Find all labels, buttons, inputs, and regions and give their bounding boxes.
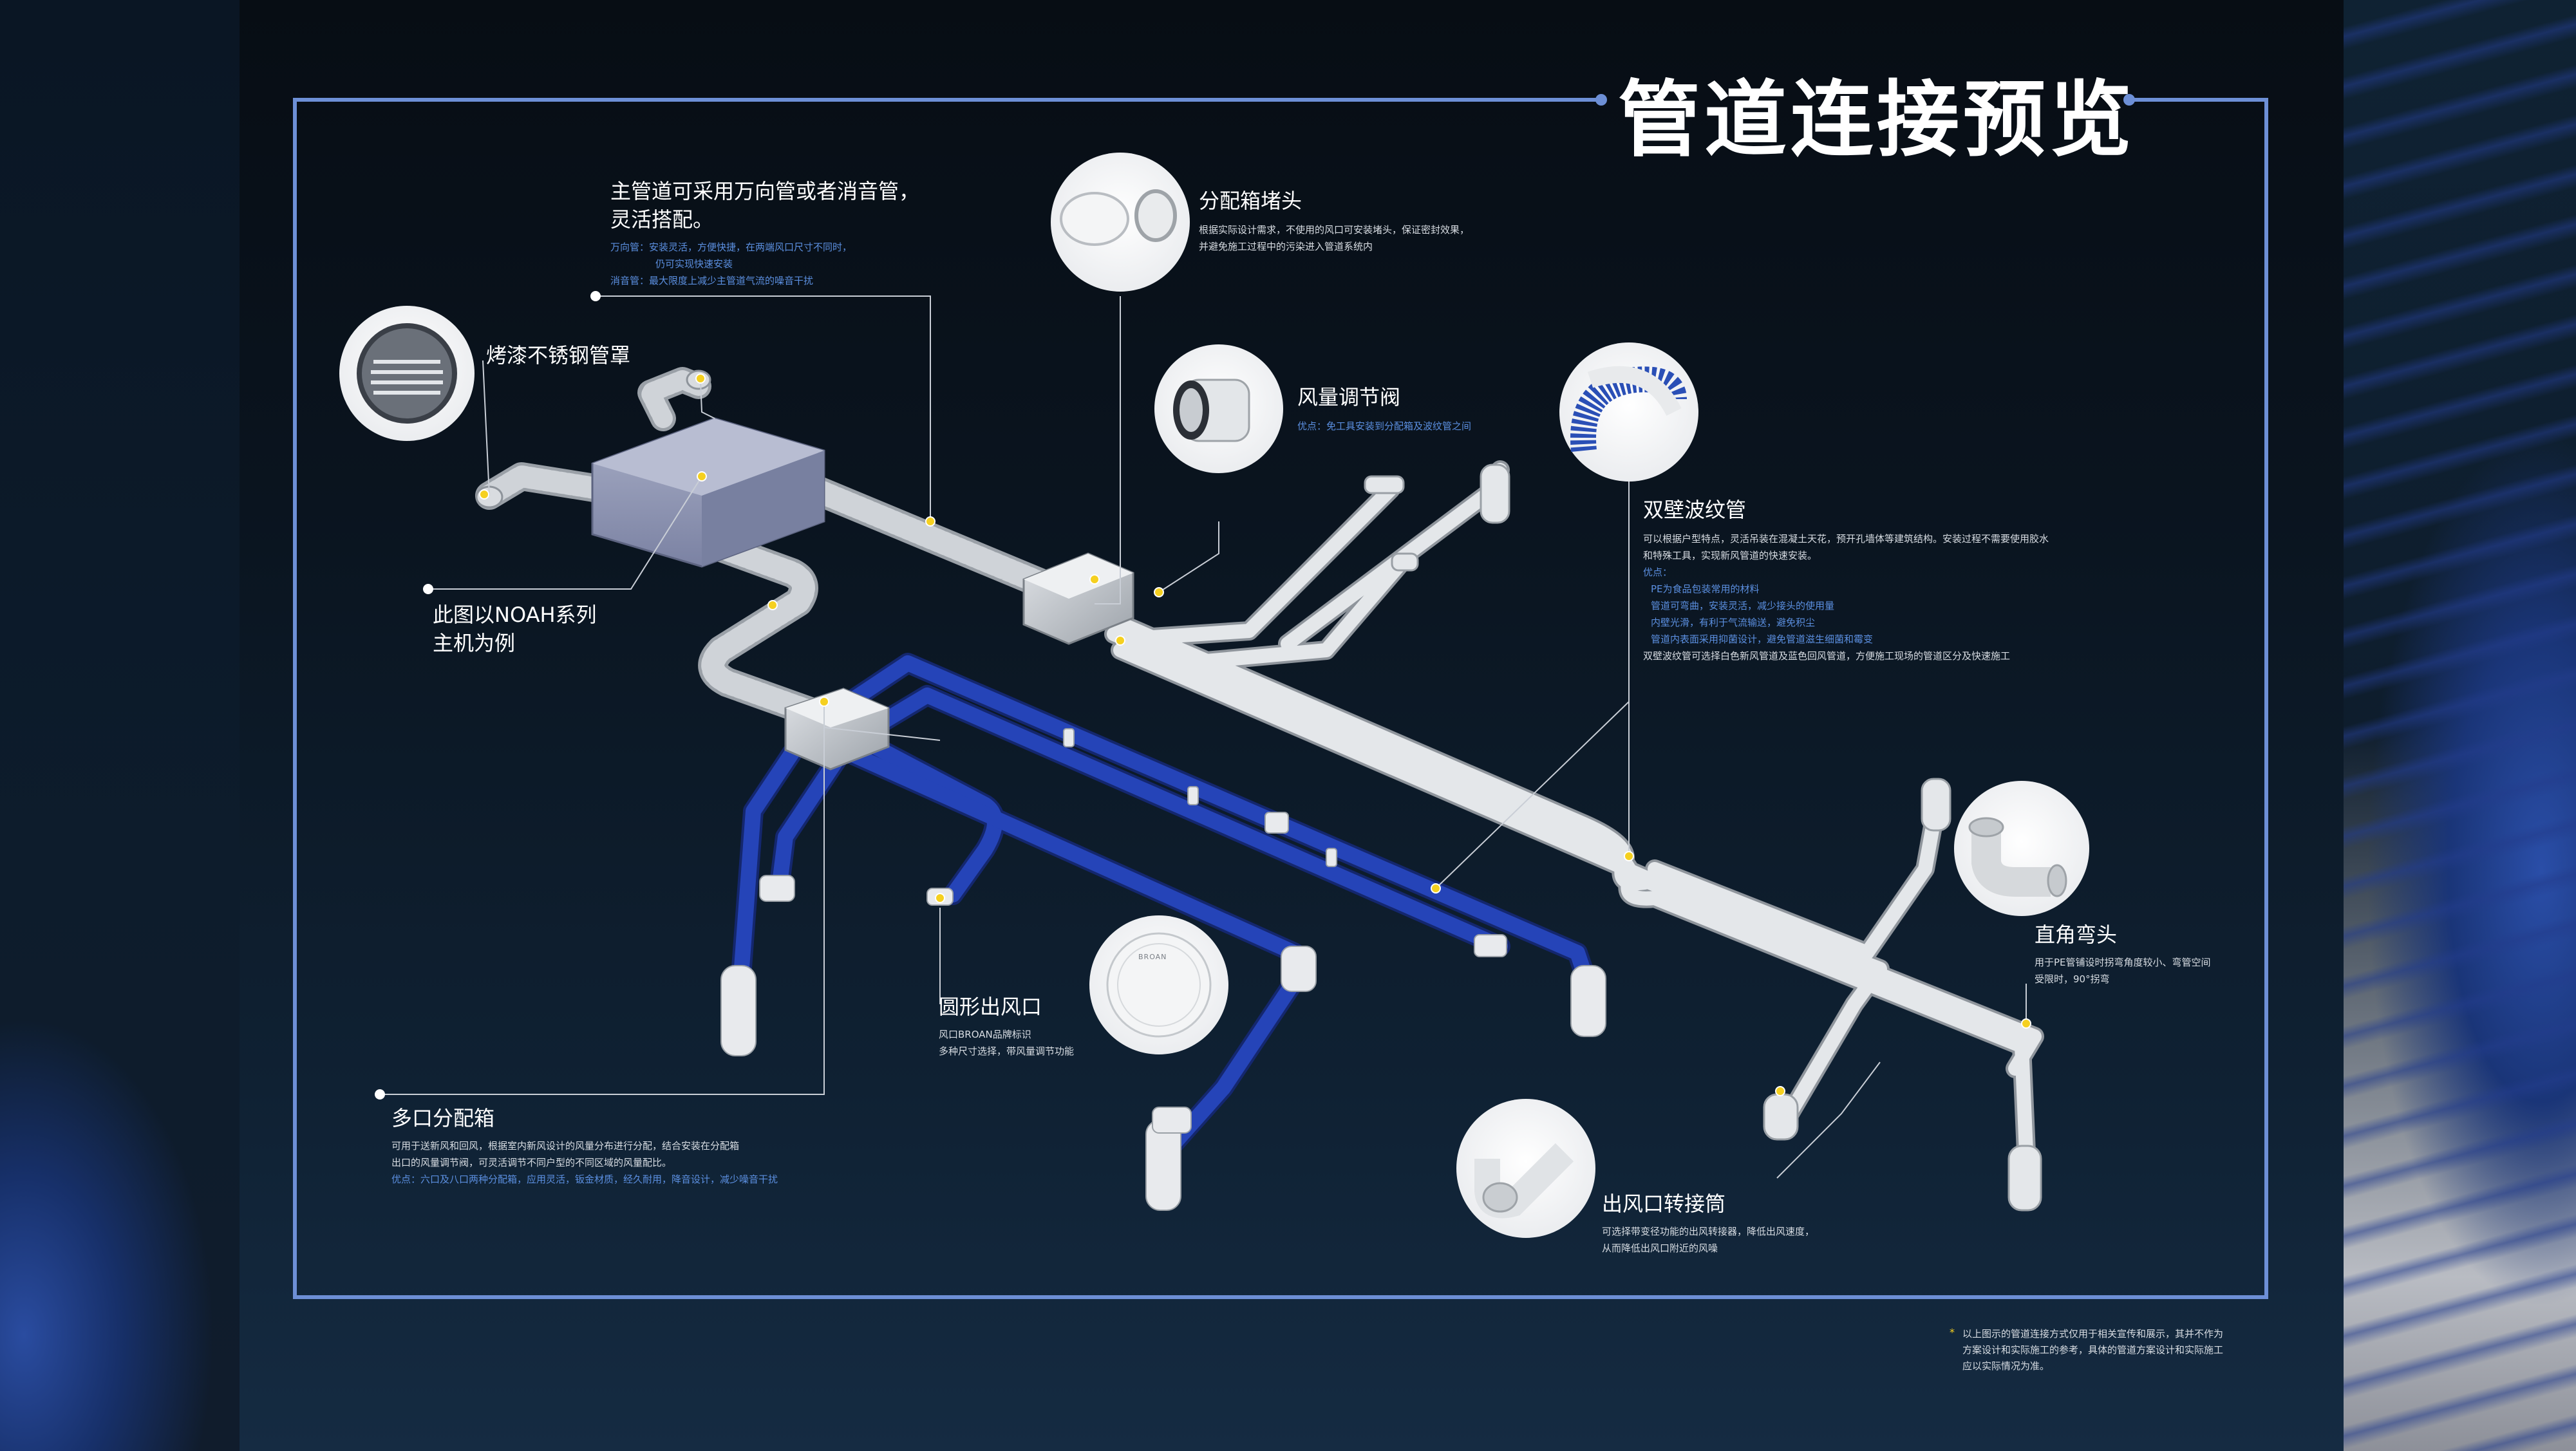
outlet-callout: 圆形出风口 风口BROAN品牌标识 多种尺寸选择，带风量调节功能 [939, 993, 1074, 1060]
plug-heading: 分配箱堵头 [1199, 189, 1302, 213]
title-bullet-left [1595, 94, 1607, 106]
host-unit [591, 417, 825, 568]
elbow-product-circle [1954, 781, 2089, 916]
corrugated-adv-title: 优点： [1643, 566, 1673, 578]
corrugated-adv-1: PE为食品包装常用的材料 [1651, 583, 1760, 595]
footnote: * 以上图示的管道连接方式仅用于相关宣传和展示，其并不作为 方案设计和实际施工的… [1950, 1326, 2223, 1374]
footnote-line-2: 方案设计和实际施工的参考，具体的管道方案设计和实际施工 [1962, 1344, 2224, 1356]
elbow-line-1: 用于PE管铺设时拐弯角度较小、弯管空间 [2035, 957, 2211, 968]
host-callout: 此图以NOAH系列 主机为例 [433, 601, 597, 657]
corrugated-line-2: 和特殊工具，实现新风管道的快速安装。 [1643, 550, 1818, 561]
blue-pe-pipes [720, 653, 1606, 1211]
page-title: 管道连接预览 [1617, 72, 2136, 168]
leader-lines [380, 295, 2027, 1179]
elbow-heading: 直角弯头 [2035, 922, 2118, 947]
round-outlet-product-circle [1089, 915, 1228, 1054]
leader-dot-distributor [375, 1089, 385, 1100]
plug-callout: 分配箱堵头 根据实际设计需求，不使用的风口可安装堵头，保证密封效果， 并避免施工… [1199, 187, 1469, 255]
elbow-callout: 直角弯头 用于PE管铺设时拐弯角度较小、弯管空间 受限时，90°拐弯 [2035, 921, 2211, 988]
corrugated-pipe-product-circle [1559, 342, 1698, 482]
converter-heading: 出风口转接筒 [1602, 1192, 1726, 1216]
yellow-markers [479, 373, 2031, 1096]
distribution-box-upper [1022, 552, 1134, 645]
distributor-line-3: 优点：六口及八口两种分配箱，应用灵活，钣金材质，经久耐用，降音设计，减少噪音干扰 [391, 1174, 778, 1185]
converter-product-circle [1456, 1099, 1595, 1238]
main-pipe-heading-1: 主管道可采用万向管或者消音管， [610, 179, 920, 203]
distributor-callout: 多口分配箱 可用于送新风和回风，根据室内新风设计的风量分布进行分配，结合安装在分… [391, 1104, 778, 1188]
valve-line-1: 优点：免工具安装到分配箱及波纹管之间 [1297, 420, 1472, 432]
host-line-1: 此图以NOAH系列 [433, 603, 597, 627]
corrugated-line-1: 可以根据户型特点，灵活吊装在混凝土天花，预开孔墙体等建筑结构。安装过程不需要使用… [1643, 533, 2049, 545]
host-line-2: 主机为例 [433, 631, 516, 655]
valve-heading: 风量调节阀 [1297, 385, 1401, 409]
main-pipe-callout: 主管道可采用万向管或者消音管， 灵活搭配。 万向管：安装灵活，方便快捷，在两端风… [610, 177, 919, 289]
main-pipe-heading-2: 灵活搭配。 [610, 207, 714, 232]
hood-product-circle [339, 306, 475, 441]
corrugated-callout: 双壁波纹管 可以根据户型特点，灵活吊装在混凝土天花，预开孔墙体等建筑结构。安装过… [1643, 496, 2049, 664]
right-background-photo [2344, 0, 2576, 1451]
elbow-line-2: 受限时，90°拐弯 [2035, 973, 2110, 985]
corrugated-adv-2: 管道可弯曲，安装灵活，减少接头的使用量 [1651, 600, 1835, 612]
corrugated-line-3: 双壁波纹管可选择白色新风管道及蓝色回风管道，方便施工现场的管道区分及快速施工 [1643, 650, 2011, 662]
corrugated-adv-4: 管道内表面采用抑菌设计，避免管道滋生细菌和霉变 [1651, 633, 1874, 645]
outlet-line-2: 多种尺寸选择，带风量调节功能 [939, 1045, 1075, 1057]
main-pipe-line-2: 仍可实现快速安装 [655, 258, 733, 270]
footnote-line-3: 应以实际情况为准。 [1962, 1360, 2050, 1372]
corrugated-adv-3: 内壁光滑，有利于气流输送，避免积尘 [1651, 617, 1816, 628]
flex-ducts [475, 367, 1077, 729]
outlet-line-1: 风口BROAN品牌标识 [939, 1029, 1031, 1040]
corrugated-heading: 双壁波纹管 [1643, 498, 1747, 522]
outlet-brand-mark: BROAN [1138, 953, 1167, 961]
converter-callout: 出风口转接筒 可选择带变径功能的出风转接器，降低出风速度， 从而降低出风口附近的… [1602, 1190, 1814, 1257]
hood-heading: 烤漆不锈钢管罩 [486, 343, 631, 368]
leader-dot-host [423, 584, 433, 594]
frame [293, 98, 2268, 1299]
distributor-heading: 多口分配箱 [391, 1106, 495, 1130]
hood-callout: 烤漆不锈钢管罩 [486, 341, 630, 370]
main-pipe-line-1: 万向管：安装灵活，方便快捷，在两端风口尺寸不同时， [610, 241, 852, 253]
distributor-line-1: 可用于送新风和回风，根据室内新风设计的风量分布进行分配，结合安装在分配箱 [391, 1140, 740, 1152]
distributor-line-2: 出口的风量调节阀，可灵活调节不同户型的不同区域的风量配比。 [391, 1157, 672, 1168]
converter-line-1: 可选择带变径功能的出风转接器，降低出风速度， [1602, 1226, 1815, 1237]
plug-line-2: 并避免施工过程中的污染进入管道系统内 [1199, 241, 1373, 252]
footnote-line-1: 以上图示的管道连接方式仅用于相关宣传和展示，其并不作为 [1962, 1328, 2224, 1340]
plug-product-circle [1051, 153, 1190, 292]
plug-line-1: 根据实际设计需求，不使用的风口可安装堵头，保证密封效果， [1199, 224, 1470, 236]
left-background-photo [0, 0, 240, 1451]
leader-dot-main-pipe [590, 291, 601, 301]
outlet-heading: 圆形出风口 [939, 995, 1042, 1019]
converter-line-2: 从而降低出风口附近的风噪 [1602, 1242, 1718, 1254]
footnote-star: * [1950, 1326, 1955, 1338]
white-pe-pipes [1098, 460, 2044, 1212]
valve-callout: 风量调节阀 优点：免工具安装到分配箱及波纹管之间 [1297, 383, 1471, 435]
title-bullet-right [2123, 94, 2135, 106]
valve-product-circle [1154, 344, 1283, 473]
main-pipe-line-3: 消音管：最大限度上减少主管道气流的噪音干扰 [610, 275, 814, 286]
